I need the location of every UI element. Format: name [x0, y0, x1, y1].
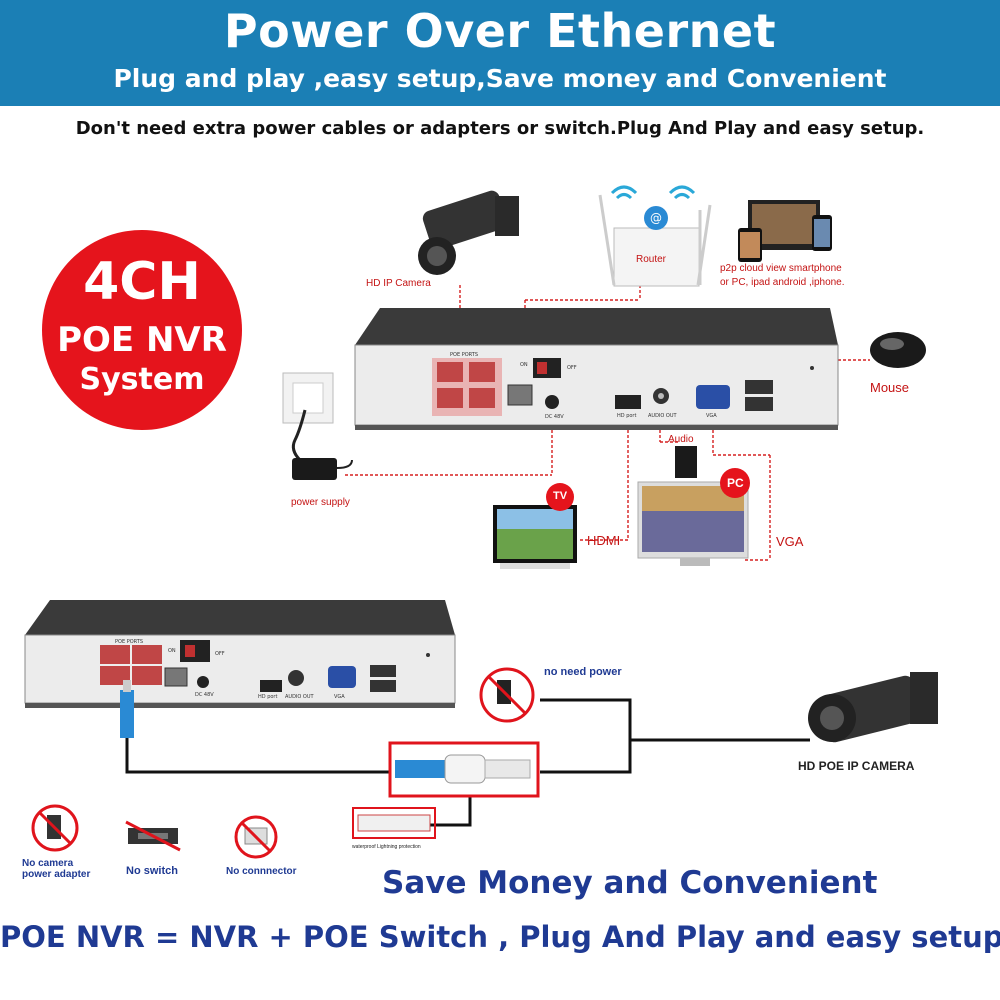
nvr-bottom-device — [24, 600, 456, 708]
lightning-protection-icon — [352, 807, 436, 839]
audio-out-label: AUDIO OUT — [648, 413, 677, 419]
poe-ports-label-bottom: POE PORTS — [115, 639, 143, 645]
off-label-bottom: OFF — [215, 651, 225, 657]
power-supply-icon — [282, 372, 353, 480]
no-connector-icon — [234, 815, 278, 859]
badge-line-1: 4CH — [83, 252, 201, 312]
mouse-label: Mouse — [870, 380, 910, 395]
nvr-badge: 4CH POE NVR System — [42, 230, 242, 430]
vga-port-label: VGA — [706, 413, 717, 419]
ethernet-cable-icon — [120, 680, 134, 738]
hdmi-label: HDMI — [587, 533, 621, 548]
audio-out-label-bottom: AUDIO OUT — [285, 694, 314, 700]
poe-ports-label: POE PORTS — [450, 352, 478, 358]
save-money-text: Save Money and Convenient — [382, 865, 878, 901]
badge-line-2: POE NVR — [57, 320, 227, 360]
no-need-power-label: no need power — [544, 666, 622, 678]
feature-label-no-connector: No connnector — [226, 866, 297, 877]
router-icon: @ — [598, 185, 712, 287]
no-power-icon — [479, 667, 535, 723]
banner-title: Power Over Ethernet — [223, 4, 777, 58]
formula-text: POE NVR = NVR + POE Switch , Plug And Pl… — [0, 920, 1000, 954]
hd-ip-camera-label: HD IP Camera — [366, 278, 431, 289]
header-banner: Power Over Ethernet Plug and play ,easy … — [0, 0, 1000, 106]
on-label-bottom: ON — [168, 648, 176, 654]
hd-port-label: HD port — [617, 413, 637, 419]
connection-lines-bottom — [125, 698, 810, 827]
vga-port-label-bottom: VGA — [334, 694, 345, 700]
intro-text: Don't need extra power cables or adapter… — [75, 118, 925, 139]
lightning-protection-label: waterproof Lightning protection — [352, 844, 421, 850]
badge-line-3: System — [79, 362, 205, 397]
pc-monitor-icon — [637, 468, 750, 566]
svg-text:@: @ — [650, 211, 662, 225]
hd-poe-camera-label: HD POE IP CAMERA — [798, 759, 915, 773]
camera-top-icon — [418, 190, 519, 275]
no-adapter-icon — [31, 804, 79, 852]
dc-label-bottom: DC 48V — [195, 692, 214, 698]
tv-icon — [493, 483, 577, 569]
hd-port-label-bottom: HD port — [258, 694, 278, 700]
no-switch-icon — [125, 820, 181, 852]
splitter-connector-icon — [388, 741, 540, 798]
power-supply-label: power supply — [291, 497, 350, 508]
feature-label-no-adapter: No camera power adapter — [22, 858, 91, 880]
p2p-label-1: p2p cloud view smartphone — [720, 263, 842, 274]
pc-badge-label: PC — [727, 476, 744, 490]
on-label: ON — [520, 362, 528, 368]
banner-subtitle: Plug and play ,easy setup,Save money and… — [113, 64, 887, 93]
mouse-icon — [870, 332, 926, 368]
dc-label: DC 48V — [545, 414, 564, 420]
nvr-top-device — [354, 308, 839, 430]
speaker-icon — [675, 446, 697, 478]
p2p-devices-icon — [738, 200, 832, 262]
tv-badge-label: TV — [553, 490, 568, 502]
vga-label: VGA — [776, 534, 804, 549]
audio-label: Audio — [668, 434, 694, 445]
p2p-label-2: or PC, ipad android ,iphone. — [720, 277, 845, 288]
router-label: Router — [636, 254, 667, 265]
feature-label-no-switch: No switch — [126, 865, 178, 877]
camera-bottom-icon — [808, 672, 938, 743]
off-label: OFF — [567, 365, 577, 371]
